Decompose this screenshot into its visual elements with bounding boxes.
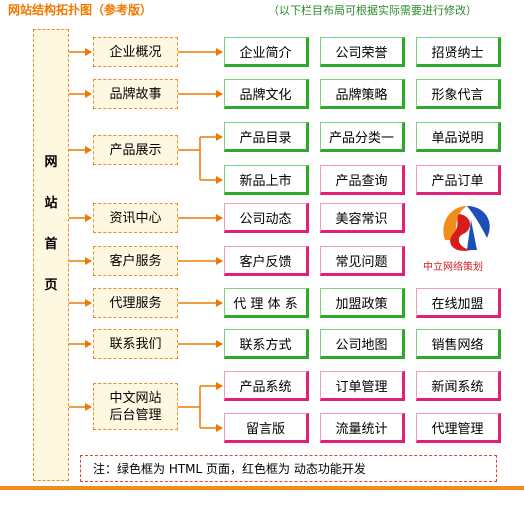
category-contact-us: 联系我们 (93, 329, 178, 359)
backend-admin-line-2: 后台管理 (109, 407, 162, 423)
category-brand-story: 品牌故事 (93, 79, 178, 109)
leaf-guestbook: 留言版 (224, 413, 309, 443)
leaf-brand-ambassador: 形象代言 (416, 79, 501, 109)
home-char-1: 网 (44, 155, 58, 170)
leaf-item-description: 单品说明 (416, 122, 501, 152)
logo-caption: 中立网络策划 (423, 262, 483, 273)
leaf-beauty-tips: 美容常识 (320, 203, 405, 233)
leaf-agent-management: 代理管理 (416, 413, 501, 443)
home-char-3: 首 (44, 237, 58, 252)
category-agency-service: 代理服务 (93, 288, 178, 318)
leaf-brand-strategy: 品牌策略 (320, 79, 405, 109)
leaf-agency-system: 代 理 体 系 (224, 288, 309, 318)
leaf-customer-feedback: 客户反馈 (224, 246, 309, 276)
leaf-product-search: 产品查询 (320, 165, 405, 195)
zhongli-logo-icon (443, 206, 490, 251)
leaf-new-products: 新品上市 (224, 165, 309, 195)
leaf-product-catalog: 产品目录 (224, 122, 309, 152)
leaf-product-orders: 产品订单 (416, 165, 501, 195)
leaf-faq: 常见问题 (320, 246, 405, 276)
leaf-online-franchise: 在线加盟 (416, 288, 501, 318)
leaf-company-news: 公司动态 (224, 203, 309, 233)
home-page-label: 网 站 首 页 (34, 142, 68, 306)
category-backend-admin: 中文网站 后台管理 (93, 383, 178, 430)
category-products: 产品展示 (93, 135, 178, 165)
leaf-recruitment: 招贤纳士 (416, 37, 501, 67)
leaf-franchise-policy: 加盟政策 (320, 288, 405, 318)
leaf-traffic-stats: 流量统计 (320, 413, 405, 443)
leaf-brand-culture: 品牌文化 (224, 79, 309, 109)
leaf-company-honors: 公司荣誉 (320, 37, 405, 67)
backend-admin-line-1: 中文网站 (109, 390, 162, 406)
category-customer-service: 客户服务 (93, 246, 178, 276)
legend-note: 注：绿色框为 HTML 页面，红色框为 动态功能开发 (80, 455, 497, 482)
leaf-product-system: 产品系统 (224, 371, 309, 401)
home-char-2: 站 (44, 196, 58, 211)
leaf-contact-info: 联系方式 (224, 329, 309, 359)
home-page-node: 网 站 首 页 (33, 29, 69, 481)
leaf-company-intro: 企业简介 (224, 37, 309, 67)
home-char-4: 页 (44, 278, 58, 293)
bottom-divider (0, 486, 524, 490)
diagram-title: 网站结构拓扑图（参考版） (8, 3, 153, 17)
leaf-product-category-1: 产品分类一 (320, 122, 405, 152)
leaf-sales-network: 销售网络 (416, 329, 501, 359)
category-company-overview: 企业概况 (93, 37, 178, 67)
category-news-center: 资讯中心 (93, 203, 178, 233)
leaf-company-map: 公司地图 (320, 329, 405, 359)
diagram-subtitle: （以下栏目布局可根据实际需要进行修改） (268, 4, 477, 17)
leaf-news-system: 新闻系统 (416, 371, 501, 401)
leaf-order-management: 订单管理 (320, 371, 405, 401)
